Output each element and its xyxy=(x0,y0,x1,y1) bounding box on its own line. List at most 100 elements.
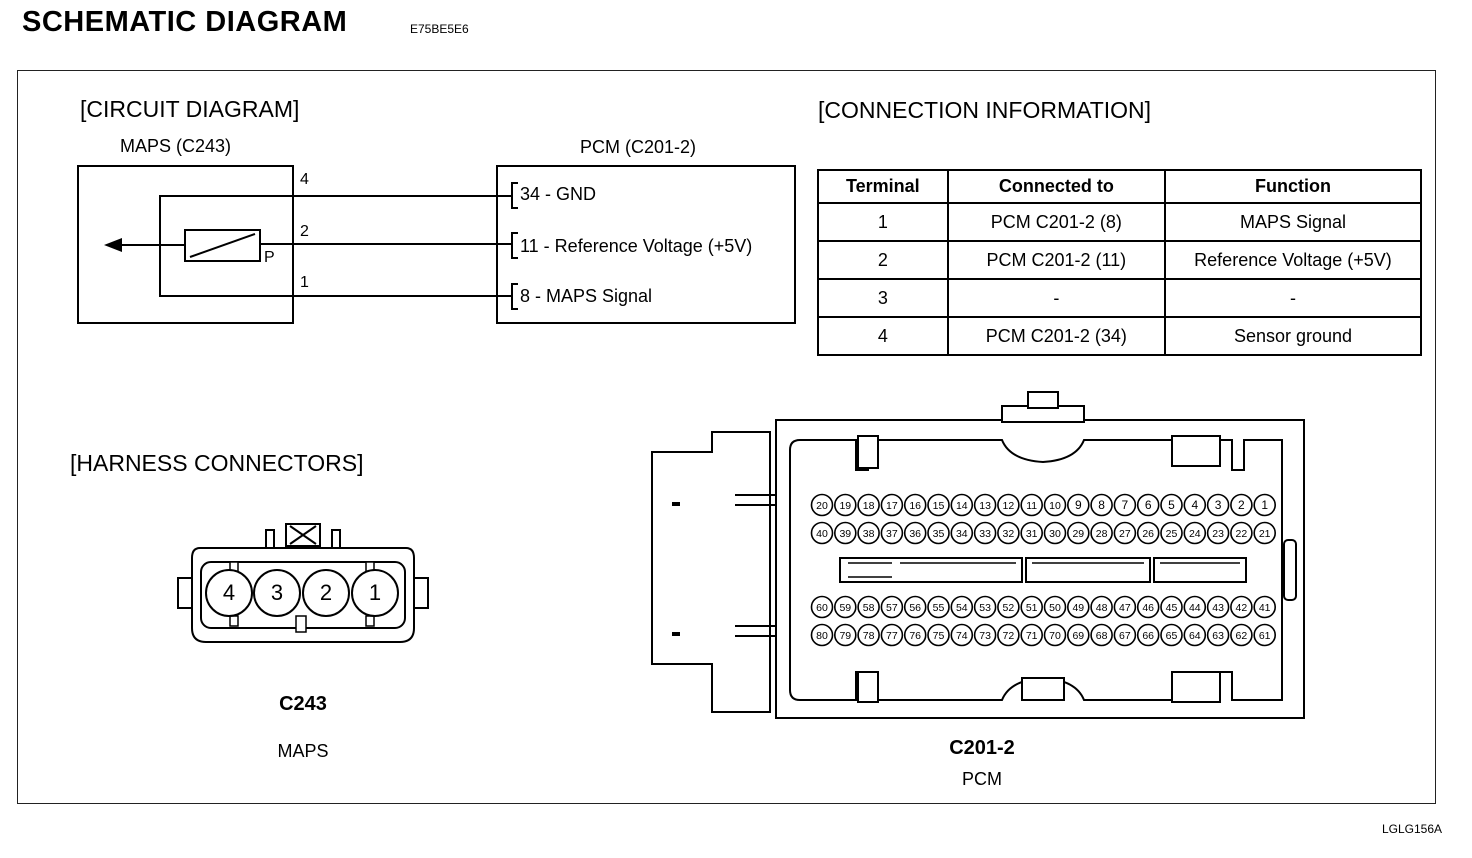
c201-pin-label: 75 xyxy=(933,630,945,642)
c201-pin-label: 20 xyxy=(816,500,828,512)
c201-pin-cavity xyxy=(973,493,997,517)
c201-pin-cavity xyxy=(1253,493,1276,517)
c201-pin-cavity xyxy=(1230,595,1253,619)
c201-pin-label: 66 xyxy=(1142,630,1154,642)
c201-pin-cavity xyxy=(1113,623,1137,647)
c201-pin-label: 61 xyxy=(1259,630,1271,642)
c201-pin-label: 24 xyxy=(1189,528,1201,540)
c201-pin-cavity xyxy=(1160,623,1183,647)
table-row: 4 PCM C201-2 (34) Sensor ground xyxy=(817,316,1423,356)
maps-connector-label: MAPS (C243) xyxy=(120,136,232,156)
c201-pin-label: 42 xyxy=(1236,602,1248,614)
c201-pin-label: 8 xyxy=(1098,498,1105,512)
c201-pin-cavity xyxy=(950,595,974,619)
c201-pin-label: 55 xyxy=(933,602,945,614)
c201-pin-cavity xyxy=(1230,521,1253,545)
c201-pin-cavity xyxy=(1043,493,1067,517)
c201-pin-cavity xyxy=(950,521,974,545)
c201-pin-label: 50 xyxy=(1049,602,1061,614)
c201-pin-cavity xyxy=(1020,623,1043,647)
c243-connector-desc: MAPS xyxy=(277,741,329,761)
terminal-cell: 2 xyxy=(817,240,949,280)
c201-pin-label: 72 xyxy=(1003,630,1015,642)
c201-pin-cavity xyxy=(880,595,904,619)
c201-pin-cavity xyxy=(973,595,997,619)
c243-pin-cavity xyxy=(351,569,399,617)
c201-pin-cavity xyxy=(1043,595,1067,619)
c201-pin-cavity xyxy=(810,595,834,619)
c201-pin-cavity xyxy=(1206,623,1230,647)
c201-pin-label: 41 xyxy=(1259,602,1271,614)
c201-pin-label: 28 xyxy=(1096,528,1108,540)
c201-pin-label: 34 xyxy=(956,528,968,540)
sensor-pin-1: 1 xyxy=(300,274,309,291)
c201-pin-label: 40 xyxy=(816,528,828,540)
pcm-terminal-gnd: 34 - GND xyxy=(520,184,597,204)
c201-pin-label: 36 xyxy=(909,528,921,540)
terminal-cell: 4 xyxy=(817,316,949,356)
c201-pin-label: 15 xyxy=(933,500,945,512)
document-id: E75BE5E6 xyxy=(410,22,469,36)
c201-pin-cavity xyxy=(903,623,927,647)
c201-pin-cavity xyxy=(1136,521,1160,545)
c201-pin-label: 3 xyxy=(1215,498,1222,512)
c243-connector-name: C243 xyxy=(279,693,327,715)
c243-pin-cavity xyxy=(302,569,350,617)
circuit-diagram-heading: [CIRCUIT DIAGRAM] xyxy=(80,96,300,122)
c201-pin-cavity xyxy=(1113,595,1137,619)
c201-pin-cavity xyxy=(1183,521,1207,545)
c201-pin-cavity xyxy=(1067,595,1090,619)
c243-pin-label: 3 xyxy=(270,580,284,605)
diagram-frame xyxy=(17,70,1436,804)
c201-pin-label: 12 xyxy=(1003,500,1015,512)
connected-to-cell: PCM C201-2 (11) xyxy=(946,240,1166,280)
c201-pin-label: 69 xyxy=(1072,630,1084,642)
c201-pin-label: 6 xyxy=(1145,498,1152,512)
c201-pin-label: 13 xyxy=(979,500,991,512)
c201-pin-cavity xyxy=(927,623,950,647)
c201-pin-cavity xyxy=(1113,493,1137,517)
sensor-pin-4: 4 xyxy=(300,171,309,188)
c201-pin-label: 59 xyxy=(839,602,851,614)
c201-pin-cavity xyxy=(903,521,927,545)
table-row: 3 - - xyxy=(817,278,1423,318)
connection-table: Terminal Connected to Function 1 PCM C20… xyxy=(817,169,1423,356)
c201-pin-cavity xyxy=(1183,623,1207,647)
c201-pin-label: 51 xyxy=(1026,602,1038,614)
pressure-symbol: P xyxy=(264,249,275,266)
pcm-connector-label: PCM (C201-2) xyxy=(580,137,697,157)
c201-pin-label: 26 xyxy=(1142,528,1154,540)
c201-pin-cavity xyxy=(997,623,1020,647)
c201-pin-cavity xyxy=(1160,595,1183,619)
c201-pin-cavity xyxy=(1090,595,1113,619)
function-cell: Sensor ground xyxy=(1163,316,1423,356)
c201-pin-label: 47 xyxy=(1119,602,1131,614)
image-reference-id: LGLG156A xyxy=(1381,822,1442,836)
c201-pin-label: 48 xyxy=(1096,602,1108,614)
c201-pin-cavity xyxy=(857,521,880,545)
c201-pin-label: 53 xyxy=(979,602,991,614)
c201-pin-cavity xyxy=(950,623,974,647)
c201-pin-label: 58 xyxy=(863,602,875,614)
c201-pin-cavity xyxy=(833,595,857,619)
c201-pin-label: 79 xyxy=(839,630,851,642)
c201-pin-label: 57 xyxy=(886,602,898,614)
c201-pin-cavity xyxy=(857,623,880,647)
c201-pin-cavity xyxy=(833,623,857,647)
c201-pin-label: 18 xyxy=(863,500,875,512)
c201-pin-label: 14 xyxy=(956,500,968,512)
c201-pin-cavity xyxy=(1136,595,1160,619)
c201-pin-cavity xyxy=(1230,623,1253,647)
c201-pin-cavity xyxy=(1183,595,1207,619)
c201-pin-label: 25 xyxy=(1166,528,1178,540)
c201-pin-label: 29 xyxy=(1072,528,1084,540)
c201-pin-label: 63 xyxy=(1212,630,1224,642)
c201-pin-label: 19 xyxy=(839,500,851,512)
c201-pin-label: 67 xyxy=(1119,630,1131,642)
c201-pin-label: 23 xyxy=(1212,528,1224,540)
c201-pin-label: 2 xyxy=(1238,498,1245,512)
c201-pin-label: 71 xyxy=(1026,630,1038,642)
c201-pin-cavity xyxy=(973,623,997,647)
sensor-pin-2: 2 xyxy=(300,223,309,240)
